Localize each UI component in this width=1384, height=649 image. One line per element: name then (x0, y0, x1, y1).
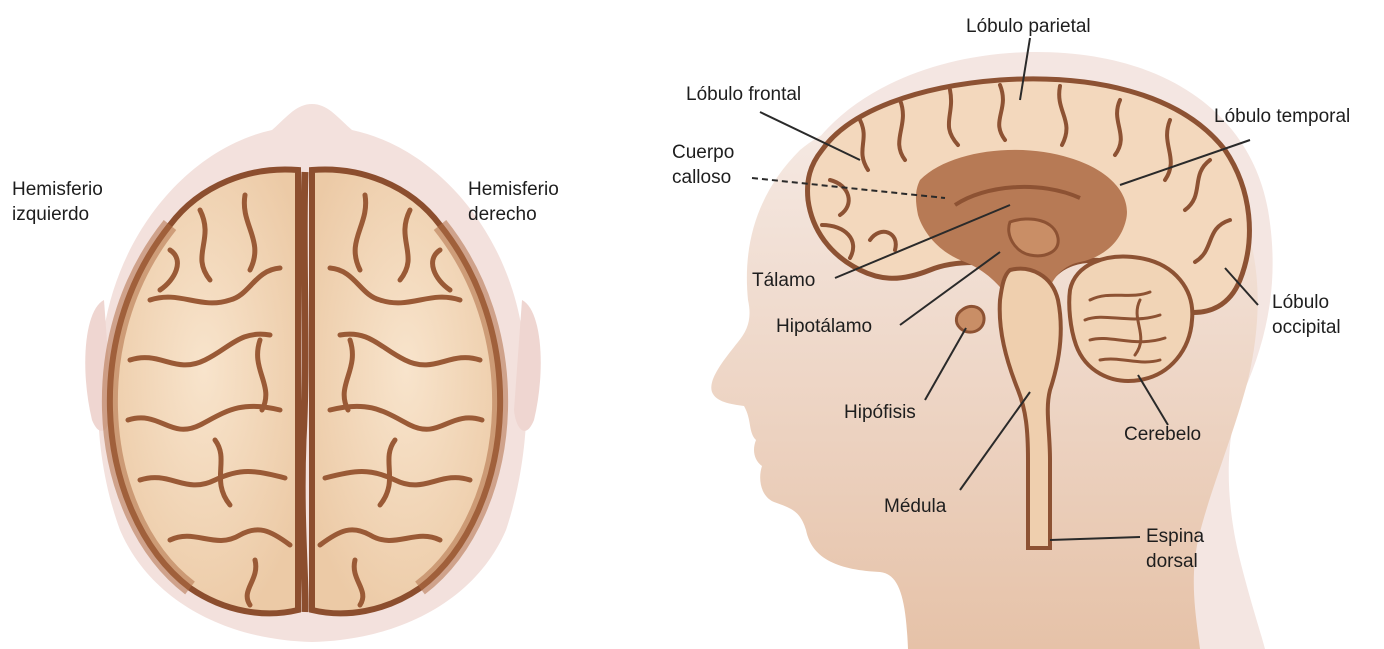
label-occipital-line1: Lóbulo (1272, 290, 1341, 315)
label-spinal-cord-line1: Espina (1146, 524, 1204, 549)
label-left-hemisphere-line1: Hemisferio (12, 177, 103, 202)
label-cerebellum: Cerebelo (1124, 422, 1201, 447)
pituitary-gland (956, 306, 984, 332)
label-right-hemisphere: Hemisferio derecho (468, 177, 559, 227)
label-medulla: Médula (884, 494, 946, 519)
label-right-hemisphere-line2: derecho (468, 202, 559, 227)
label-pituitary: Hipófisis (844, 400, 916, 425)
top-view-brain (110, 169, 500, 613)
label-spinal-cord-line2: dorsal (1146, 549, 1204, 574)
label-occipital-lobe: Lóbulo occipital (1272, 290, 1341, 340)
label-left-hemisphere-line2: izquierdo (12, 202, 103, 227)
label-parietal-lobe: Lóbulo parietal (966, 14, 1091, 39)
label-temporal-lobe: Lóbulo temporal (1214, 104, 1350, 129)
label-left-hemisphere: Hemisferio izquierdo (12, 177, 103, 227)
label-spinal-cord: Espina dorsal (1146, 524, 1204, 574)
label-corpus-callosum-line1: Cuerpo (672, 140, 734, 165)
label-corpus-callosum: Cuerpo calloso (672, 140, 734, 190)
label-right-hemisphere-line1: Hemisferio (468, 177, 559, 202)
label-thalamus: Tálamo (752, 268, 815, 293)
label-corpus-callosum-line2: calloso (672, 165, 734, 190)
label-occipital-line2: occipital (1272, 315, 1341, 340)
label-hypothalamus: Hipotálamo (776, 314, 872, 339)
longitudinal-fissure (302, 172, 305, 612)
label-frontal-lobe: Lóbulo frontal (686, 82, 801, 107)
